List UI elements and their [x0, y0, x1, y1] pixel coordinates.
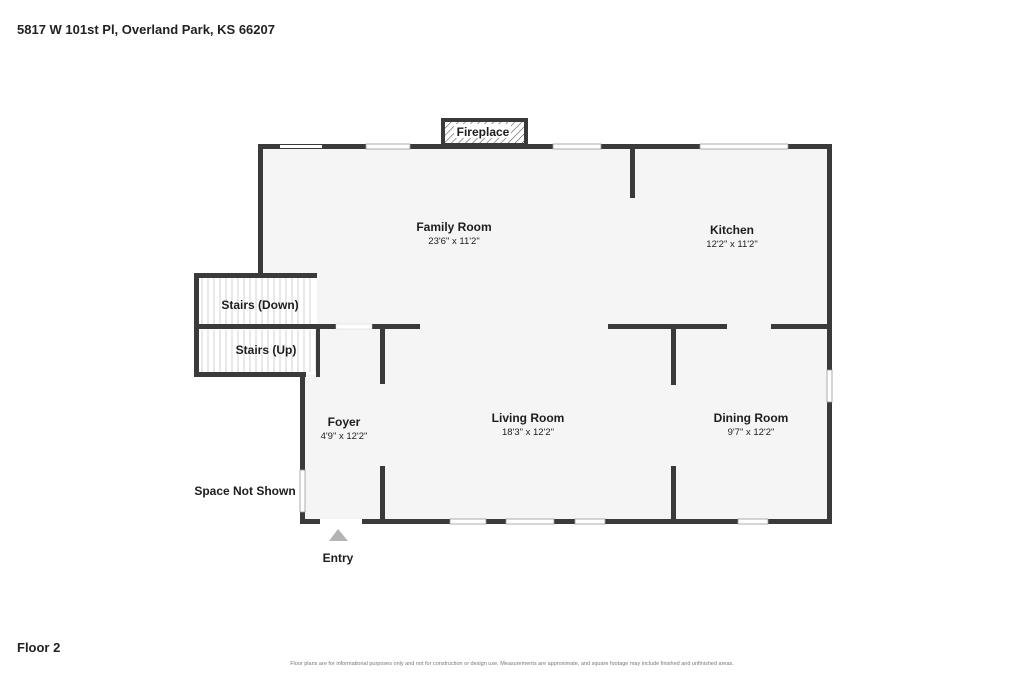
entry-label: Entry — [323, 551, 354, 565]
stairs-down-label: Stairs (Down) — [221, 298, 298, 312]
living-room-dims: 18'3" x 12'2" — [502, 427, 554, 438]
fireplace — [441, 118, 528, 146]
stairs-up-label: Stairs (Up) — [236, 343, 297, 357]
windows — [280, 143, 833, 525]
entry-arrow-icon — [329, 529, 348, 541]
stairs-up — [197, 328, 320, 374]
stairs-down — [197, 276, 317, 326]
living-room-name: Living Room — [492, 411, 565, 425]
space-not-shown-label: Space Not Shown — [194, 484, 295, 498]
kitchen-name: Kitchen — [710, 223, 754, 237]
dining-room-dims: 9'7" x 12'2" — [728, 427, 775, 438]
kitchen-dims: 12'2" x 11'2" — [706, 239, 757, 250]
family-room-name: Family Room — [416, 220, 491, 234]
fireplace-label: Fireplace — [457, 125, 510, 139]
dining-room-name: Dining Room — [714, 411, 789, 425]
floor-label: Floor 2 — [17, 640, 61, 655]
floor-area — [260, 146, 830, 522]
foyer-dims: 4'9" x 12'2" — [321, 431, 368, 442]
disclaimer-text: Floor plans are for informational purpos… — [290, 661, 734, 667]
walls — [194, 144, 832, 524]
family-room-dims: 23'6" x 11'2" — [428, 236, 479, 247]
foyer-name: Foyer — [328, 415, 361, 429]
property-address: 5817 W 101st Pl, Overland Park, KS 66207 — [17, 22, 275, 37]
